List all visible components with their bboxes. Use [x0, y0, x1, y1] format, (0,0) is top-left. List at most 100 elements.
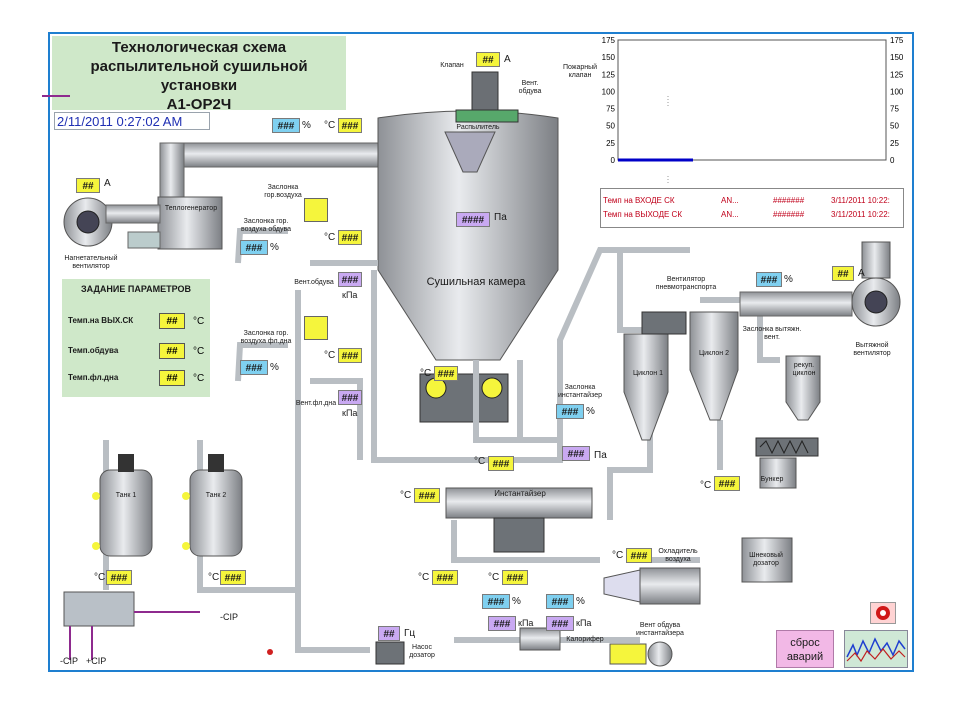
unit-pa: Па	[594, 450, 607, 461]
trend-tick-label: 50	[606, 122, 615, 131]
label-cip-plus: +CIP	[86, 656, 107, 666]
alarm-siren-button[interactable]	[870, 602, 896, 624]
trends-button[interactable]	[844, 630, 908, 668]
trend-tick-label: 125	[602, 70, 616, 79]
exhaust-duct	[739, 291, 853, 317]
reset-alarms-button[interactable]: сброс аварий	[776, 630, 834, 668]
param-unit: °С	[193, 346, 205, 357]
damper-blow-pos: ###	[240, 240, 268, 255]
param-label-blow: Темп.обдува	[68, 346, 119, 355]
trend-tick-label: 150	[602, 53, 616, 62]
unit-pct: %	[784, 274, 793, 285]
alarm-text: Темп на ВЫХОДЕ СК	[603, 210, 682, 219]
tank1-shape	[99, 469, 153, 557]
alarm-row[interactable]: Темп на ВЫХОДЕ СК AN... ####### 3/11/201…	[603, 209, 890, 221]
cyclone1-shape	[623, 333, 669, 441]
trend-tick-label: 125	[890, 70, 904, 79]
unit-pct: %	[512, 596, 521, 607]
label-cyclone2: Циклон 2	[699, 350, 729, 357]
air-cooler	[639, 567, 701, 605]
label-tank2: Танк 2	[205, 492, 227, 499]
unit-degc: °С	[94, 572, 106, 583]
calorifer-pressure-1: ###	[488, 616, 516, 631]
trend-tick-label: 100	[602, 87, 616, 96]
label-dosing-screw: Шнековый дозатор	[749, 552, 783, 567]
siren-icon	[876, 606, 890, 620]
label-air-cooler: Охладитель воздуха	[658, 548, 698, 563]
label-damper-fluidbed: Заслонка гор. воздуха фл.дна	[240, 330, 292, 345]
cooler-temp-left: ###	[432, 570, 458, 585]
hot-air-duct	[159, 142, 389, 168]
exhaust-fan-current: ##	[832, 266, 854, 281]
param-unit: °С	[193, 373, 205, 384]
instantizer-pressure: ###	[562, 446, 590, 461]
heat-generator	[157, 196, 223, 250]
unit-degc: °С	[700, 480, 712, 491]
param-input-outlet[interactable]: ##	[159, 313, 185, 329]
calorifer	[519, 627, 561, 651]
param-label-outlet: Темп.на ВЫХ.СК	[68, 316, 134, 325]
unit-a: А	[504, 54, 511, 65]
param-input-fluidbed[interactable]: ##	[159, 370, 185, 386]
unit-gc: Гц	[404, 628, 416, 639]
param-input-blow[interactable]: ##	[159, 343, 185, 359]
recycle-cyclone-shape	[785, 355, 821, 421]
unit-pct: %	[576, 596, 585, 607]
params-title: ЗАДАНИЕ ПАРАМЕТРОВ	[81, 284, 191, 294]
label-cyclone1: Циклон 1	[633, 370, 663, 377]
atomizer-current: ##	[476, 52, 500, 67]
alarm-text: Темп на ВХОДЕ СК	[603, 196, 675, 205]
tank1-temp: ###	[106, 570, 132, 585]
pump-dosing	[375, 641, 405, 665]
unit-pct: %	[302, 120, 311, 131]
label-atomizer: Распылитель	[456, 124, 500, 131]
label-exhaust-damper: Заслонка вытяжн. вент.	[742, 326, 802, 341]
unit-degc: °С	[208, 572, 220, 583]
unit-kpa: кПа	[518, 618, 534, 628]
calorifer-damper-pos-2: ###	[546, 594, 574, 609]
instantizer-inlet-temp: ###	[488, 456, 514, 471]
unit-degc: °С	[612, 550, 624, 561]
cooler-temp-right: ###	[626, 548, 652, 563]
alarm-code: AN...	[721, 210, 739, 219]
label-instantizer-fan: Вент обдува инстантайзера	[636, 622, 684, 637]
trend-tick-label: 50	[890, 122, 899, 131]
unit-pct: %	[586, 406, 595, 417]
alarm-time: 3/11/2011 10:22:	[831, 196, 890, 205]
alarm-time: 3/11/2011 10:22:	[831, 210, 890, 219]
status-indicator-blow	[304, 198, 328, 222]
alarm-table[interactable]: Темп на ВХОДЕ СК AN... ####### 3/11/2011…	[600, 188, 904, 228]
label-bunker: Бункер	[760, 476, 784, 483]
damper-fluidbed-pos: ###	[240, 360, 268, 375]
label-pump: Насос дозатор	[409, 644, 435, 659]
calorifer-pressure-2: ###	[546, 616, 574, 631]
instantizer-body	[445, 487, 593, 519]
trend-tick-label: 175	[602, 36, 616, 45]
label-fire-valve: Пожарный клапан	[562, 64, 598, 79]
alarm-row[interactable]: Темп на ВХОДЕ СК AN... ####### 3/11/2011…	[603, 195, 890, 207]
trend-tick-label: 25	[606, 139, 615, 148]
alarm-value: #######	[773, 210, 805, 219]
label-instantizer: Инстантайзер	[494, 489, 546, 498]
label-exhaust-fan: Вытяжной вентилятор	[853, 342, 891, 357]
supply-fan-current: ##	[76, 178, 100, 193]
label-fan-fluidbed: Вент.фл.дна	[295, 400, 337, 407]
label-supply-fan: Нагнетательный вентилятор	[64, 255, 118, 270]
label-drying-chamber: Сушильная камера	[426, 276, 526, 288]
label-hot-air-damper: Заслонка гор.воздуха	[264, 184, 302, 199]
unit-degc: °С	[400, 490, 412, 501]
unit-degc: °С	[420, 368, 432, 379]
unit-degc: °С	[418, 572, 430, 583]
page-title: Технологическая схема распылительной суш…	[90, 39, 308, 113]
trend-tick-label: 25	[890, 139, 899, 148]
trend-tick-label: 0	[611, 156, 616, 165]
dosing-bin	[741, 537, 793, 583]
bunker-temp: ###	[714, 476, 740, 491]
title-panel	[52, 36, 346, 110]
cyclone2-shape	[689, 311, 739, 421]
label-pneumo-fan: Вентилятор пневмотранспорта	[655, 276, 717, 291]
unit-degc: °С	[324, 350, 336, 361]
